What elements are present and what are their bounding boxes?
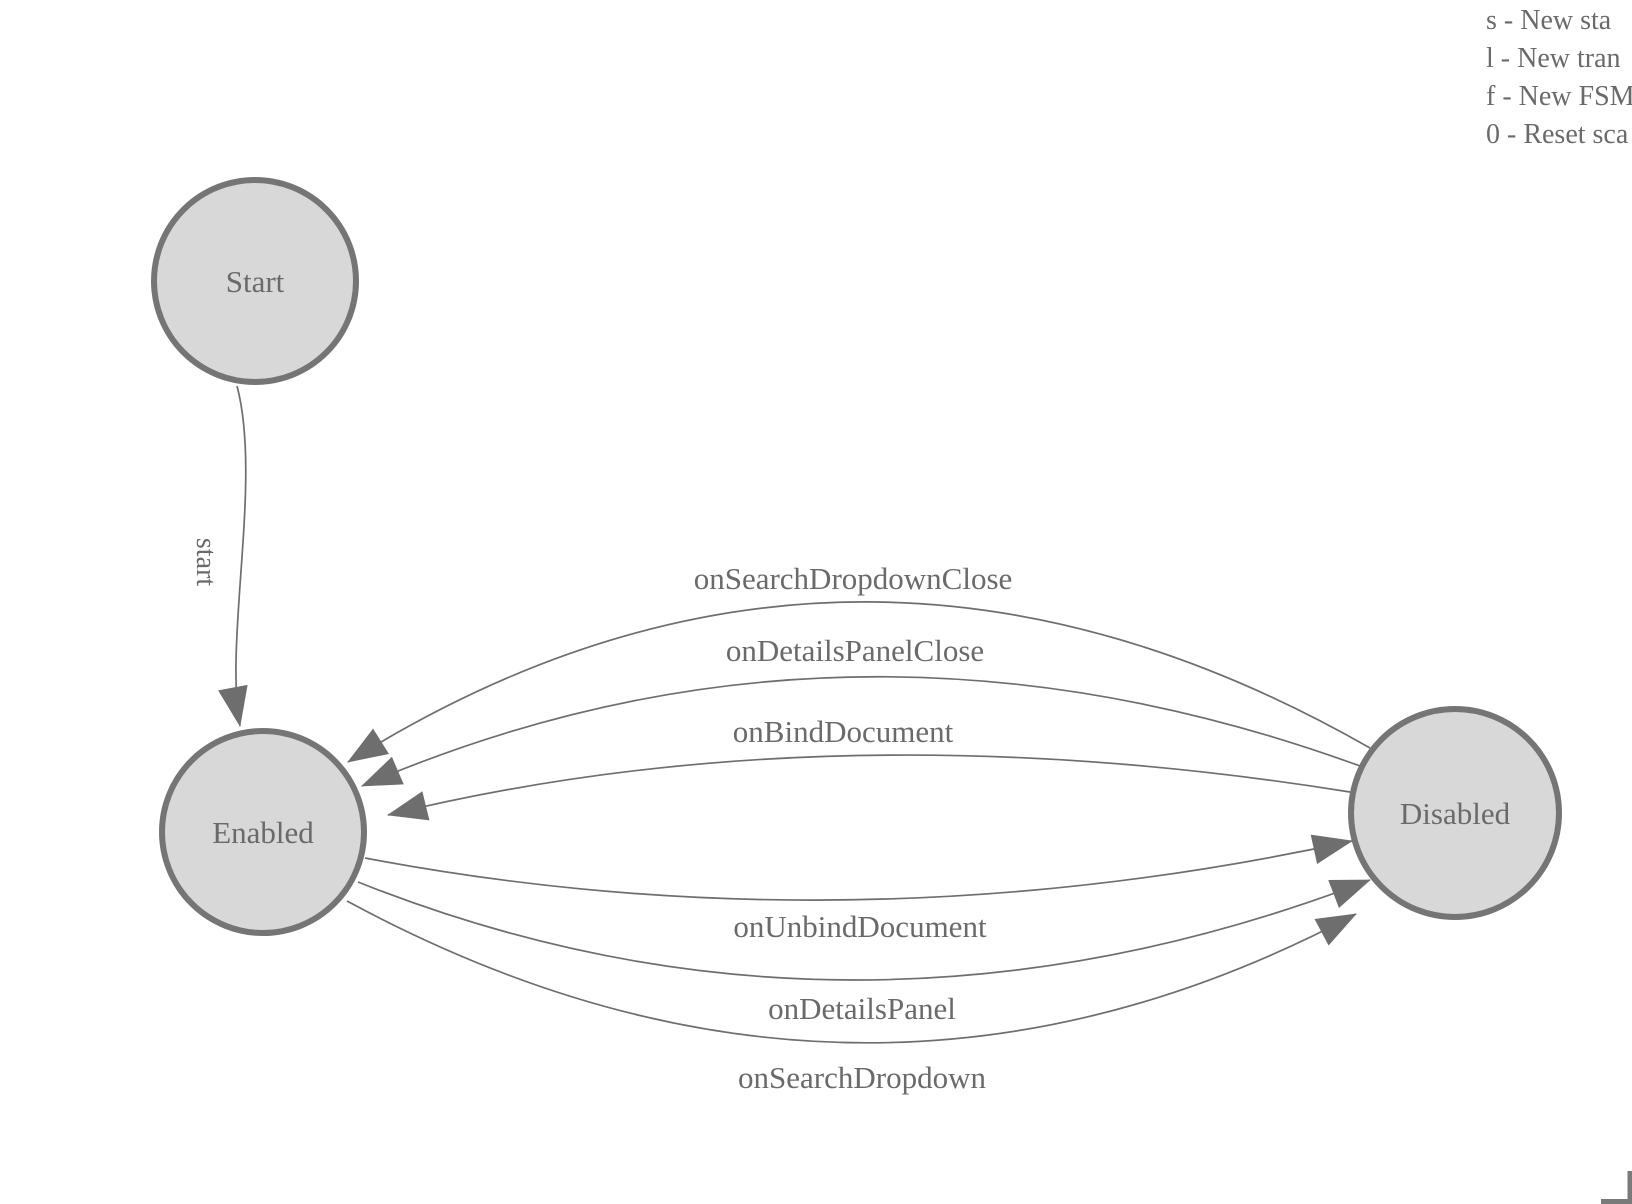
state-node-disabled[interactable] [1348,706,1562,920]
hotkey-line: f - New FSM [1486,81,1632,112]
hotkey-line: 0 - Reset sca [1486,119,1629,150]
canvas-corner-mark [1627,1171,1632,1204]
transition-label-onSearchDropdown: onSearchDropdown [738,1060,986,1095]
transition-edge-onDetailsPanelClose[interactable] [361,675,1361,787]
transition-edge-onUnbindDocument[interactable] [364,834,1353,901]
hotkeys-legend: s - New sta l - New tran f - New FSM 0 -… [1486,2,1632,154]
hotkey-line: l - New tran [1486,43,1621,74]
transition-label-onDetailsPanel: onDetailsPanel [768,991,956,1026]
canvas-corner-mark [1601,1199,1632,1204]
transition-edge-onDetailsPanel[interactable] [357,879,1371,981]
state-label-disabled: Disabled [1400,796,1511,831]
state-label-start: Start [226,264,285,299]
transition-label-onBindDocument: onBindDocument [733,714,954,749]
transition-edge-onBindDocument[interactable] [387,754,1351,821]
transition-label-start: start [190,538,221,586]
transition-label-onUnbindDocument: onUnbindDocument [733,909,987,944]
transition-edge-onSearchDropdownClose[interactable] [347,601,1371,763]
transition-label-onSearchDropdownClose: onSearchDropdownClose [694,561,1013,596]
transition-edge-onSearchDropdown[interactable] [346,900,1357,1044]
transition-edge-start[interactable] [218,385,248,727]
state-node-enabled[interactable] [159,728,367,936]
transition-label-onDetailsPanelClose: onDetailsPanelClose [726,633,984,668]
hotkey-line: s - New sta [1486,5,1612,36]
state-node-start[interactable] [151,177,359,385]
state-label-enabled: Enabled [212,815,314,850]
